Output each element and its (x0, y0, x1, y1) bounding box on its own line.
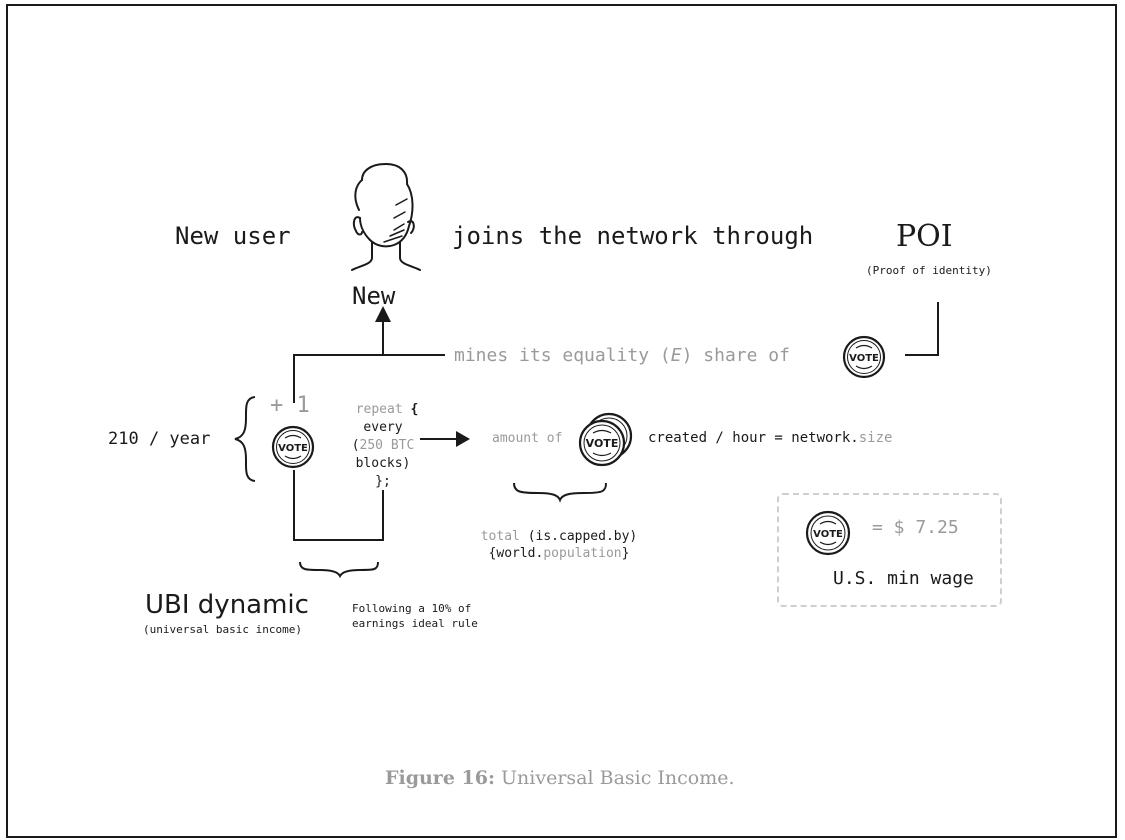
min-wage-box (777, 493, 1002, 607)
coin-label: VOTE (849, 353, 879, 364)
loop-under-brace (299, 561, 379, 579)
created-per-hour-text: created / hour = network.size (648, 430, 893, 446)
head-icon (351, 162, 421, 271)
year-curly-brace (234, 396, 256, 482)
poi-title: POI (896, 219, 953, 254)
vote-coin-icon: VOTE (271, 425, 315, 474)
joins-network-text: joins the network through (452, 222, 814, 250)
coin-label: VOTE (278, 443, 308, 454)
min-wage-label: U.S. min wage (833, 568, 974, 589)
amount-under-brace (513, 482, 607, 503)
total-capped-text: total (is.capped.by) {world.population} (480, 529, 638, 561)
figure-caption: Figure 16: Universal Basic Income. (385, 767, 735, 789)
vote-coin-icon: VOTE (578, 419, 626, 472)
ubi-subtitle: (universal basic income) (143, 623, 302, 636)
coin-label: VOTE (813, 529, 843, 540)
ideal-rule-note: Following a 10% of earnings ideal rule (352, 602, 478, 630)
mines-equality-text: mines its equality (E) share of (454, 345, 790, 366)
loop-top-line (293, 354, 445, 403)
ubi-dynamic-title: UBI dynamic (145, 590, 309, 620)
loop-bottom-line (293, 470, 384, 541)
vote-coin-icon: VOTE (805, 510, 851, 561)
coin-label: VOTE (586, 437, 619, 450)
plus-one-text: + 1 (270, 393, 310, 418)
rate-per-year: 210 / year (108, 429, 211, 449)
amount-of-text: amount of (492, 431, 563, 446)
poi-subtitle: (Proof of identity) (866, 264, 992, 277)
arrow-up-head (375, 306, 391, 322)
new-head-label: New (352, 282, 396, 310)
repeat-code-block: repeat { every (250 BTC blocks) }; (351, 402, 419, 489)
wage-equals-text: = $ 7.25 (872, 517, 959, 538)
vote-coin-icon: VOTE (842, 335, 886, 384)
arrow-right-head (456, 431, 470, 447)
figure-frame (6, 4, 1117, 838)
poi-connector-line (905, 302, 939, 356)
new-user-text: New user (175, 222, 291, 250)
